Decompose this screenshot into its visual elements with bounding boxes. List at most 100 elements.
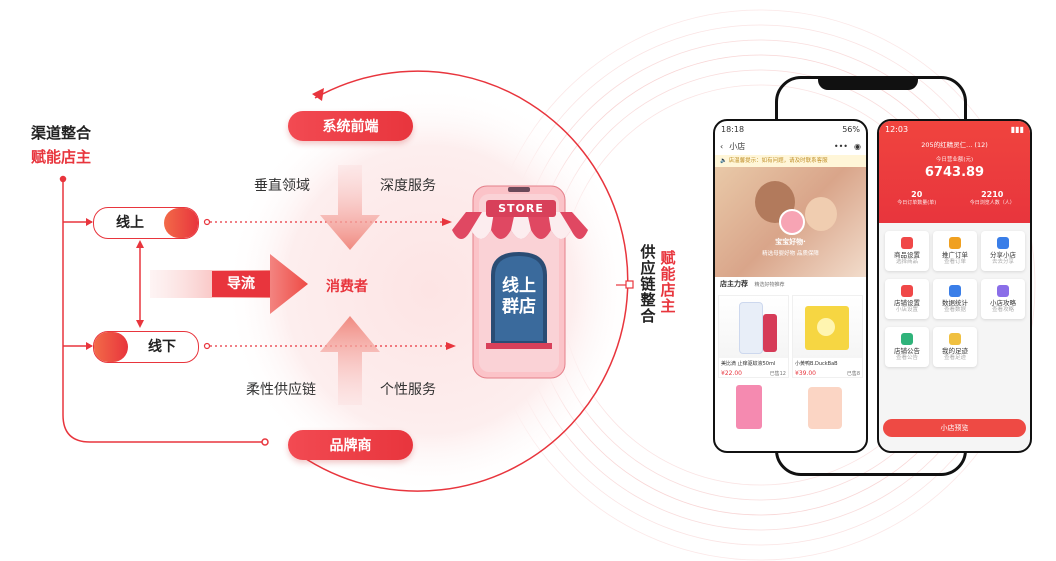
online-cap — [164, 208, 198, 238]
time-right: 12:03 — [885, 124, 909, 134]
battery-left: 56% — [842, 124, 860, 134]
product-grid: 美比滴 止痒驱蚊液50ml ¥22.00 已售12 小黄鸭B.DuckBaB ¥… — [715, 295, 866, 378]
ring-arrowhead — [312, 88, 324, 101]
store-title: 线上 群店 — [495, 276, 543, 318]
shop-avatar — [779, 209, 805, 235]
share-icon — [997, 237, 1009, 249]
guide-icon — [997, 285, 1009, 297]
dashboard-header: 12:03 ▮▮▮ 205的红精灵仁... (12) 今日营业额(元) 6743… — [879, 121, 1030, 223]
bath-pack — [808, 387, 842, 429]
product-name: 美比滴 止痒驱蚊液50ml — [721, 361, 776, 367]
stat-visitors-label: 今日浏览人数（人） — [969, 200, 1015, 206]
speaker-icon: 🔈 — [720, 158, 727, 164]
notice-text: 店温馨提示：如有问题，请及时联系客服 — [728, 158, 828, 164]
product-card[interactable]: 美比滴 止痒驱蚊液50ml ¥22.00 已售12 — [718, 295, 789, 378]
store-header-title: 205的红精灵仁... (12) — [921, 141, 988, 149]
deep-service-label: 深度服务 — [380, 178, 436, 194]
offline-label: 线下 — [148, 339, 176, 355]
grid-item-guide[interactable]: 小店攻略查看攻略 — [981, 279, 1025, 319]
channel-bracket — [59, 175, 269, 446]
phone-left: 18:18 56% ‹ 小店 ••• ◉ 🔈 店温馨提示：如有问题，请及时联系客… — [713, 119, 868, 453]
child-figure — [805, 197, 837, 231]
shop-name: 宝宝好物· — [775, 238, 806, 246]
product-name: 小黄鸭B.DuckBaB — [795, 361, 838, 367]
stat-orders-label: 今日订单数量(单) — [897, 200, 937, 206]
product-sold: 已售8 — [846, 371, 860, 377]
nav-title-left: 小店 — [729, 141, 746, 151]
grid-item-product-settings[interactable]: 商品设置选择商品 — [885, 231, 929, 271]
grid-item-share-shop[interactable]: 分享小店去去分享 — [981, 231, 1025, 271]
grid-item-statistics[interactable]: 数据统计查看数据 — [933, 279, 977, 319]
channel-subtitle: 赋能店主 — [31, 148, 92, 166]
brand-label: 品牌商 — [329, 438, 372, 454]
product-card[interactable]: 小黄鸭B.DuckBaB ¥39.00 已售8 — [792, 295, 863, 378]
back-phone-notch — [818, 76, 918, 90]
offline-node: 线下 — [93, 331, 199, 363]
revenue-label: 今日营业额(元) — [935, 157, 974, 163]
stat-orders-value: 20 — [911, 190, 923, 199]
lotion-cap — [763, 314, 777, 352]
consumer-label: 消费者 — [326, 279, 368, 295]
back-icon[interactable]: ‹ — [720, 141, 724, 151]
product-price-row: ¥22.00 已售12 — [719, 370, 788, 377]
more-icon[interactable]: ••• — [833, 141, 849, 151]
close-circle-icon[interactable]: ◉ — [854, 141, 861, 151]
product-row-2 — [715, 378, 866, 431]
duck-face — [817, 318, 835, 336]
store-title-line1: 线上 — [502, 276, 536, 296]
grid-item-promo-orders[interactable]: 推广订单查看订单 — [933, 231, 977, 271]
status-bar-left: 18:18 56% — [715, 121, 866, 137]
stats-row: 20 今日订单数量(单) 2210 今日浏览人数（人） — [879, 190, 1030, 206]
product-image-lotion — [719, 296, 788, 358]
lotion-bottle — [739, 302, 763, 354]
store-sign: STORE — [498, 202, 544, 215]
grid-item-footprint[interactable]: 我的足迹查看足迹 — [933, 327, 977, 367]
grid-item-announcement[interactable]: 店铺公告查看公告 — [885, 327, 929, 367]
nav-bar-left: ‹ 小店 ••• ◉ — [715, 137, 866, 155]
toothpaste-tube — [736, 385, 762, 429]
divert-label: 导流 — [227, 276, 255, 292]
section-title: 店主力荐 — [720, 280, 748, 288]
divert-badge: 导流 — [212, 271, 270, 297]
goods-icon — [901, 237, 913, 249]
footprint-icon — [949, 333, 961, 345]
up-arrow — [320, 316, 380, 405]
product-image-toothpaste[interactable] — [718, 381, 789, 431]
product-sold: 已售12 — [769, 371, 786, 377]
signal-icon: ▮▮▮ — [1010, 124, 1024, 134]
revenue-value: 6743.89 — [924, 165, 985, 180]
status-bar-right: 12:03 ▮▮▮ — [879, 121, 1030, 137]
offline-cap — [94, 332, 128, 362]
time-left: 18:18 — [721, 124, 745, 134]
online-label: 线上 — [116, 215, 144, 231]
stat-orders: 20 今日订单数量(单) — [879, 190, 955, 206]
section-subtitle: 精选好物推荐 — [754, 282, 785, 288]
flexible-supply-label: 柔性供应链 — [246, 382, 316, 398]
system-frontend-label: 系统前端 — [322, 119, 379, 135]
stat-visitors: 2210 今日浏览人数（人） — [955, 190, 1031, 206]
vertical-field-label: 垂直领域 — [254, 178, 310, 194]
feature-grid: 商品设置选择商品 推广订单查看订单 分享小店去去分享 店铺设置小店设置 数据统计… — [879, 223, 1030, 413]
shop-subtitle: 精选母婴好物 品质保障 — [762, 251, 819, 257]
shop-preview-button[interactable]: 小店预览 — [883, 419, 1026, 437]
megaphone-icon — [901, 333, 913, 345]
down-arrow — [320, 165, 380, 250]
main-cycle-ring — [299, 70, 629, 492]
system-frontend-pill: 系统前端 — [288, 111, 413, 141]
online-node: 线上 — [93, 207, 199, 239]
product-image-bath[interactable] — [792, 381, 863, 431]
grid-item-shop-settings[interactable]: 店铺设置小店设置 — [885, 279, 929, 319]
store-title-line2: 群店 — [502, 297, 536, 317]
store-illustration — [452, 185, 588, 379]
section-header: 店主力荐 精选好物推荐 — [715, 277, 866, 295]
channel-title: 渠道整合 — [31, 124, 92, 142]
supply-label: 供应链整合 — [640, 243, 656, 325]
product-price-row: ¥39.00 已售8 — [793, 370, 862, 377]
supply-connector — [616, 280, 634, 289]
chart-icon — [949, 285, 961, 297]
product-price: ¥22.00 — [721, 370, 742, 377]
order-icon — [949, 237, 961, 249]
brand-pill: 品牌商 — [288, 430, 413, 460]
personal-service-label: 个性服务 — [380, 382, 436, 398]
